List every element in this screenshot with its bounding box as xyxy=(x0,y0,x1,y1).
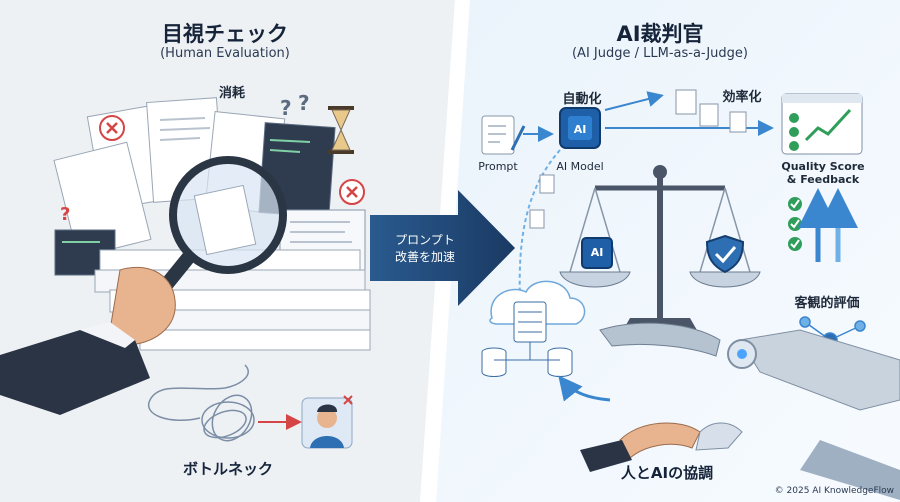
stressed-person-icon xyxy=(301,395,353,449)
up-arrows-icon xyxy=(798,188,858,262)
svg-text:?: ? xyxy=(60,204,70,225)
tangled-thread-icon xyxy=(147,364,302,442)
robot-arm-icon xyxy=(599,322,900,500)
document-pile xyxy=(53,97,371,351)
consumption-label: 消耗 xyxy=(218,86,245,101)
quality-score-label-line2: & Feedback xyxy=(786,173,860,186)
accelerate-label-line1: プロンプト xyxy=(395,233,455,247)
quality-score-dashboard xyxy=(781,93,863,155)
copyright: © 2025 AI KnowledgeFlow xyxy=(774,486,894,496)
collaboration-label: 人とAIの協調 xyxy=(620,464,714,482)
automation-label: 自動化 xyxy=(562,92,602,107)
left-subtitle: (Human Evaluation) xyxy=(160,46,290,61)
hand-holding-magnifier xyxy=(0,266,176,415)
right-subtitle: (AI Judge / LLM-as-a-Judge) xyxy=(571,46,748,61)
database-icon xyxy=(481,342,573,377)
ai-chip-icon xyxy=(581,237,613,269)
quality-score-label-line1: Quality Score xyxy=(781,160,865,173)
hourglass-icon xyxy=(328,106,354,154)
ai-model-label: AI Model xyxy=(556,160,604,173)
right-title: AI裁判官 xyxy=(616,22,704,46)
ai-model-chip-icon: AI xyxy=(559,107,601,149)
objective-evaluation-label: 客観的評価 xyxy=(794,296,860,311)
accelerate-arrow xyxy=(370,190,515,306)
question-mark-icon: ? ? ? xyxy=(60,91,310,225)
error-x-icon xyxy=(99,115,365,205)
collaboration-cycle-arrow xyxy=(558,375,611,402)
svg-text:?: ? xyxy=(280,96,292,120)
accelerate-label-line2: 改善を加速 xyxy=(394,250,455,264)
left-title: 目視チェック xyxy=(162,22,288,46)
cloud-server-icon xyxy=(489,280,586,343)
bottleneck-label: ボトルネック xyxy=(182,460,273,478)
prompt-document-icon xyxy=(481,115,526,155)
check-list-icon xyxy=(788,197,802,251)
handshake-icon xyxy=(580,422,743,472)
efficiency-label: 効率化 xyxy=(722,90,762,105)
prompt-label: Prompt xyxy=(478,160,518,173)
svg-text:AI: AI xyxy=(574,123,587,136)
ai-chip-label: AI xyxy=(590,246,604,259)
automation-flow-arrows xyxy=(518,89,774,301)
shield-check-icon xyxy=(705,234,745,274)
svg-text:?: ? xyxy=(298,91,310,115)
